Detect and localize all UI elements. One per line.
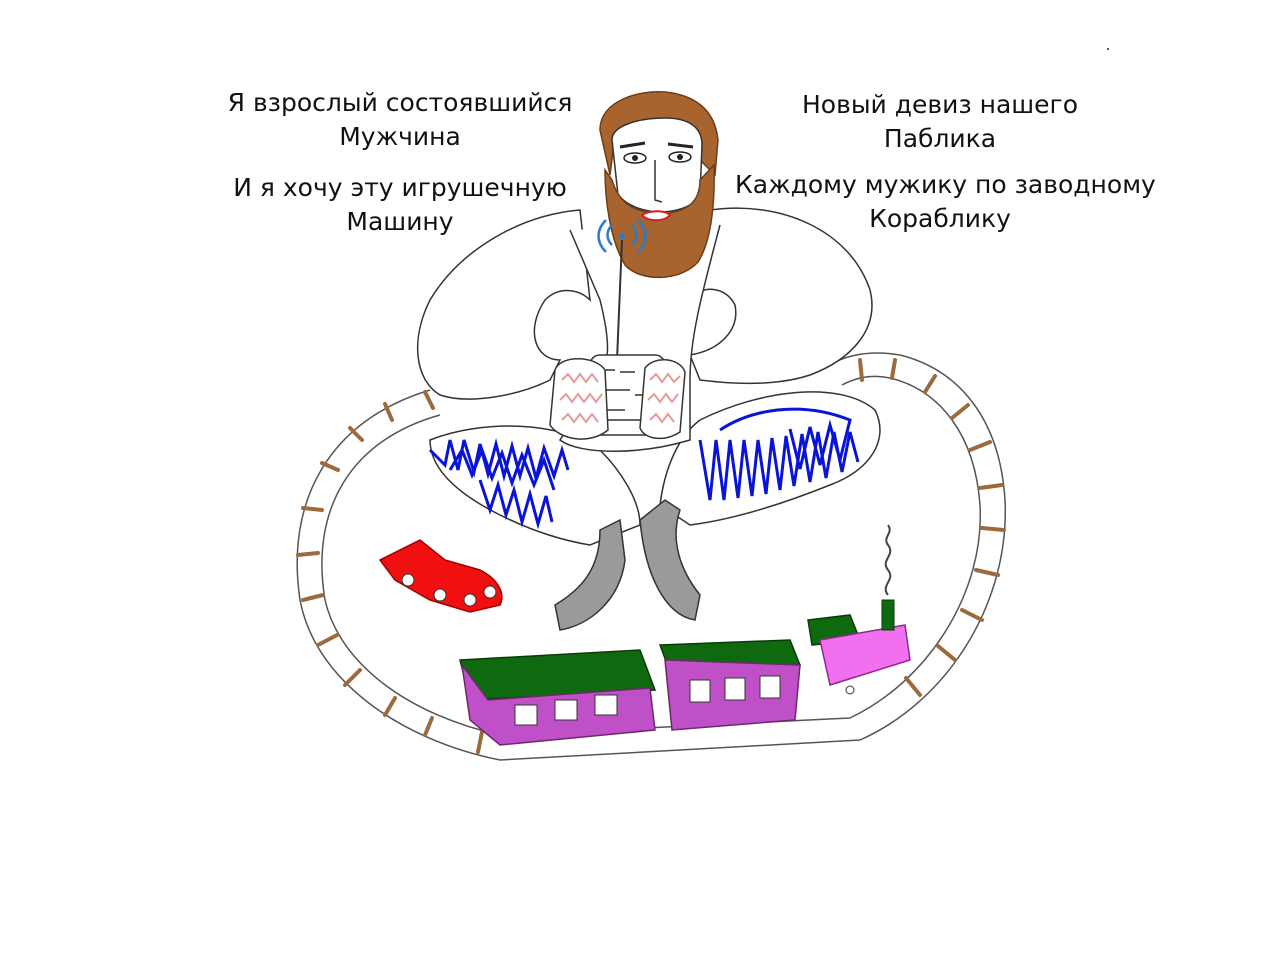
- railway-track: [296, 352, 1006, 761]
- caption-line: Мужчина: [339, 122, 461, 151]
- caption-line: И я хочу эту игрушечную: [233, 173, 567, 202]
- feet: [554, 499, 701, 631]
- mouth: [640, 210, 672, 222]
- caption-right-bottom: Каждому мужику по заводному Кораблику: [735, 168, 1156, 236]
- toy-train: [459, 524, 911, 746]
- hand-scribble: [559, 372, 681, 424]
- caption-line: Я взрослый состоявшийся: [227, 88, 573, 117]
- bearded-man: [597, 91, 719, 279]
- smoke: [884, 524, 892, 596]
- toy-car: [378, 539, 503, 613]
- face: [611, 117, 703, 213]
- caption-line: Кораблику: [869, 204, 1011, 233]
- caption-line: Паблика: [883, 124, 997, 153]
- jeans-scribble: [428, 407, 860, 530]
- caption-left-bottom: И я хочу эту игрушечную Машину: [205, 171, 595, 239]
- caption-line: Новый девиз нашего: [801, 90, 1078, 119]
- caption-line: Каждому мужику по заводному: [735, 170, 1156, 199]
- nose: [654, 160, 663, 203]
- caption-right-top: Новый девиз нашего Паблика: [760, 88, 1120, 156]
- locomotive-body: [819, 624, 911, 686]
- caption-left-top: Я взрослый состоявшийся Мужчина: [205, 86, 595, 154]
- caption-line: Машину: [346, 207, 454, 236]
- track-ties: [296, 358, 1006, 754]
- signal-waves: [597, 219, 647, 253]
